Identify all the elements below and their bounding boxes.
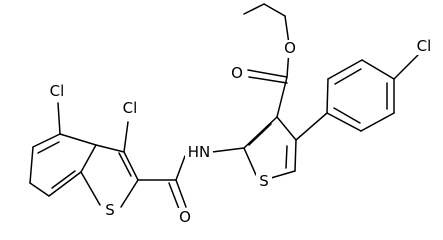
- bond: [243, 3, 265, 15]
- bond: [57, 102, 61, 135]
- atom-label-o-amide: O: [179, 208, 191, 226]
- bond: [285, 145, 288, 169]
- bond: [284, 15, 290, 45]
- bond: [243, 147, 257, 176]
- bond: [211, 147, 245, 153]
- bond: [360, 112, 395, 132]
- bond: [123, 151, 139, 181]
- atom-label-cl-4: Cl: [50, 82, 65, 100]
- atom-label-o-ester-carbonyl: O: [231, 64, 243, 82]
- bond: [326, 78, 329, 114]
- bond: [263, 3, 286, 17]
- bond: [175, 179, 187, 208]
- bond: [48, 171, 82, 197]
- bond: [361, 59, 395, 80]
- bond: [248, 76, 288, 84]
- bond: [276, 76, 288, 118]
- bond: [270, 170, 296, 179]
- bond: [333, 107, 361, 124]
- thiophene-ring: [211, 116, 297, 179]
- bond: [32, 133, 61, 148]
- bond: [80, 144, 97, 173]
- bond: [29, 182, 50, 197]
- bond: [95, 144, 125, 153]
- bond: [276, 116, 297, 141]
- bond: [123, 121, 129, 153]
- bond: [59, 133, 97, 146]
- bond: [247, 69, 288, 78]
- atom-label-cl-aryl: Cl: [417, 37, 432, 55]
- bond: [334, 68, 362, 85]
- bond: [393, 52, 421, 80]
- molecule-diagram: O O Cl HN S O S Cl Cl: [29, 3, 437, 226]
- amide-group: [137, 155, 187, 210]
- bond: [243, 116, 278, 149]
- chlorophenyl-ring: [295, 52, 421, 141]
- bond: [295, 112, 328, 141]
- bond: [51, 170, 76, 189]
- bond: [80, 171, 101, 206]
- bond: [326, 112, 362, 132]
- atom-label-nh: HN: [188, 143, 211, 161]
- bond: [248, 123, 272, 146]
- bond: [168, 182, 180, 210]
- benzothiophene-ring: [29, 102, 139, 208]
- atom-label-o-ester-ether: O: [284, 39, 296, 57]
- ethyl-ester-group: [243, 3, 290, 118]
- atom-labels: O O Cl HN S O S Cl Cl: [45, 37, 437, 226]
- bond: [118, 152, 132, 177]
- atom-label-s-benzothiophene: S: [105, 201, 115, 219]
- bond: [29, 146, 34, 184]
- bond: [327, 59, 363, 80]
- atom-label-cl-3: Cl: [123, 99, 138, 117]
- bond: [175, 155, 186, 181]
- atom-label-s-thiophene: S: [259, 172, 269, 190]
- bond: [37, 141, 60, 154]
- bond: [294, 139, 297, 172]
- bond: [120, 179, 139, 208]
